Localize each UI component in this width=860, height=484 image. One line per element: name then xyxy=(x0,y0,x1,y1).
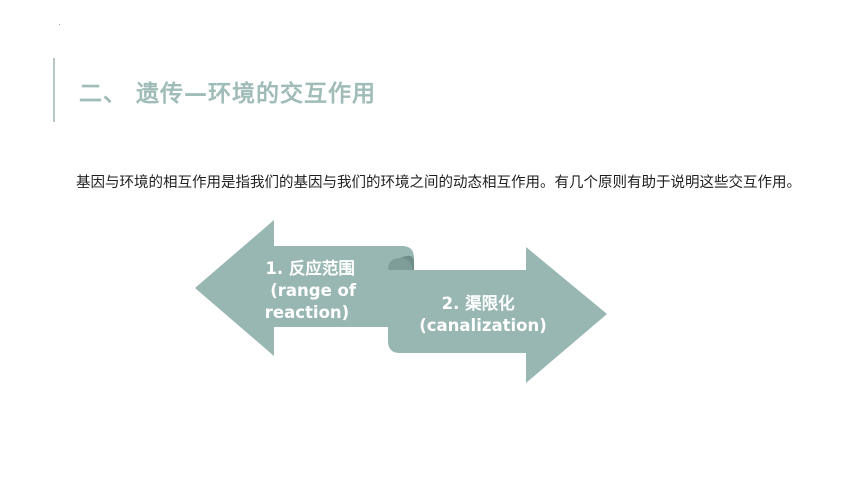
right-arrow-line-2: (canalization) xyxy=(419,316,547,335)
decorative-dot xyxy=(59,24,60,25)
left-arrow-line-3: reaction) xyxy=(265,303,349,322)
right-arrow-label: 2. 渠限化 (canalization) xyxy=(419,293,547,335)
left-arrow-line-1: 1. 反应范围 xyxy=(265,258,355,278)
right-arrow-line-1: 2. 渠限化 xyxy=(442,293,515,313)
left-arrow xyxy=(195,220,414,356)
arrow-fold xyxy=(388,258,412,270)
title-accent-bar xyxy=(53,58,55,122)
left-arrow-label: 1. 反应范围 (range of reaction) xyxy=(265,258,362,322)
left-arrow-line-2: (range of xyxy=(270,281,357,300)
right-arrow xyxy=(388,247,607,383)
body-paragraph: 基因与环境的相互作用是指我们的基因与我们的环境之间的动态相互作用。有几个原则有助… xyxy=(76,175,801,191)
arrow-fold-shadow xyxy=(400,255,414,270)
slide-title: 二、 遗传—环境的交互作用 xyxy=(79,81,377,107)
